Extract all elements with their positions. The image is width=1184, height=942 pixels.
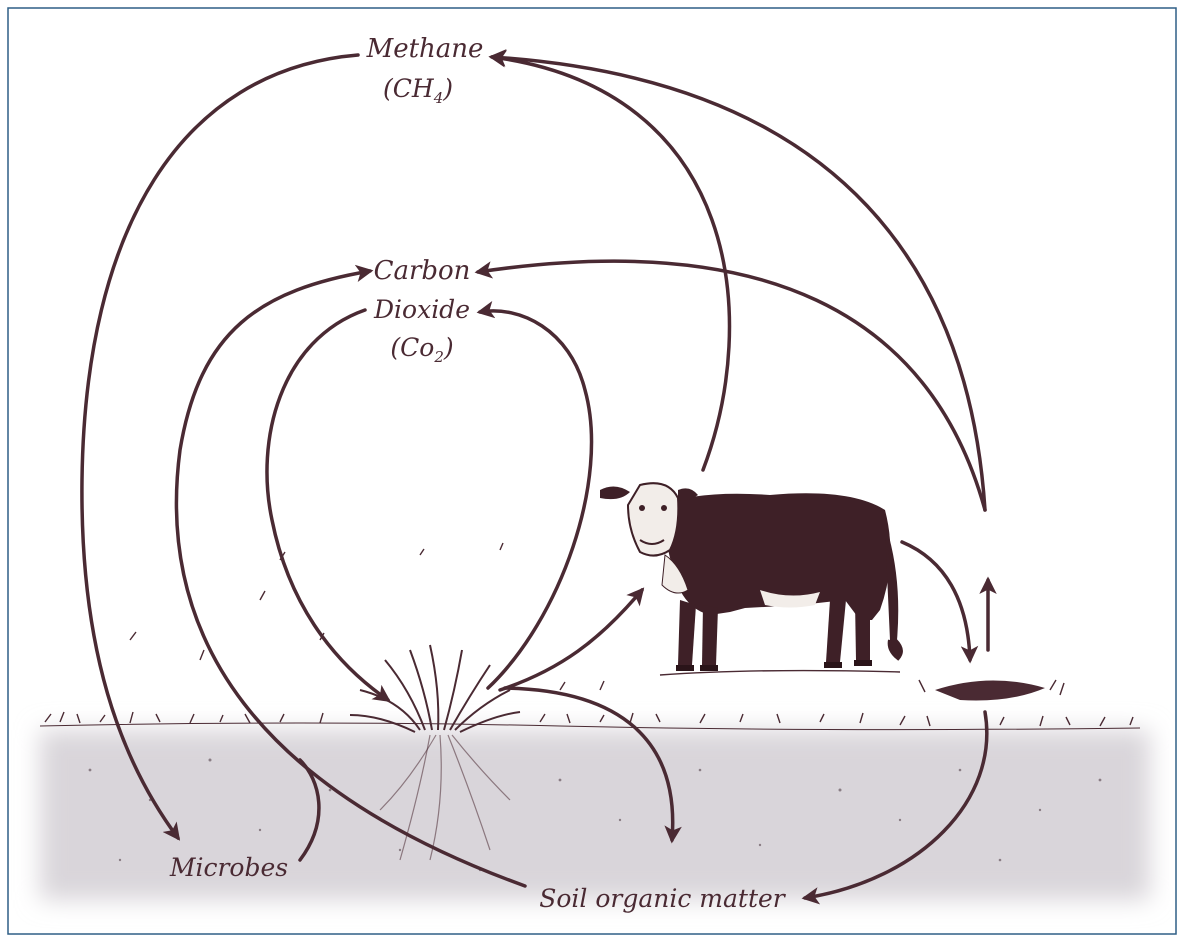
arrow-grass-to-co2: [480, 311, 592, 688]
methane-formula-suffix: ): [442, 74, 453, 103]
arrow-manure-to-methane: [492, 57, 985, 510]
methane-label: Methane: [366, 34, 484, 64]
co2-formula: (Co2): [390, 333, 453, 366]
methane-formula-sub: 4: [433, 89, 444, 107]
arrow-co2-to-grass: [267, 310, 388, 700]
methane-formula-prefix: (CH: [383, 74, 435, 103]
co2-formula-sub: 2: [433, 348, 444, 366]
co2-label-line2: Dioxide: [373, 295, 470, 324]
co2-label-line1: Carbon: [374, 256, 471, 286]
microbes-label: Microbes: [169, 853, 288, 882]
arrow-cow-to-methane: [492, 57, 729, 470]
arrow-cow-to-manure: [902, 542, 970, 660]
manure-pat-icon: [919, 680, 1064, 701]
soil-organic-matter-label: Soil organic matter: [539, 884, 787, 913]
co2-formula-prefix: (Co: [390, 333, 434, 362]
co2-formula-suffix: ): [443, 333, 454, 362]
cow-icon: [600, 483, 901, 675]
arrow-manure-to-co2: [478, 261, 985, 510]
methane-formula: (CH4): [383, 74, 453, 107]
arrow-grass-to-cow: [500, 590, 642, 690]
